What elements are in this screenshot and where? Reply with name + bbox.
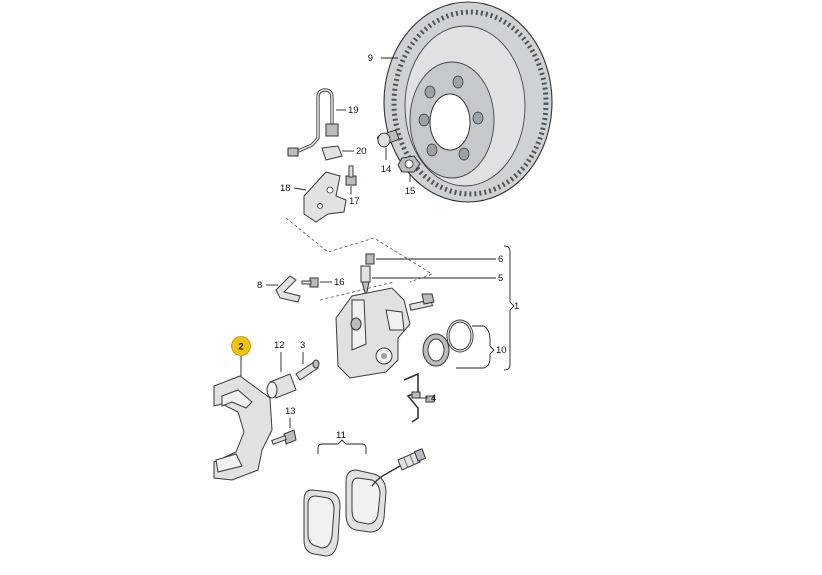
brake-line-19[interactable] <box>287 88 339 157</box>
callout-2: 2 <box>238 342 243 353</box>
bracket-8[interactable] <box>275 275 301 303</box>
callout-9: 9 <box>368 53 373 64</box>
callout-5: 5 <box>498 273 503 284</box>
bolt-13[interactable] <box>271 429 297 445</box>
disc-bolt-holes <box>418 75 484 161</box>
callout-14: 14 <box>381 164 392 175</box>
clip-20[interactable] <box>321 145 343 161</box>
bushing-12[interactable] <box>266 373 297 399</box>
bracket-18[interactable] <box>303 171 347 223</box>
piston-10[interactable] <box>422 333 450 367</box>
brake-disc[interactable] <box>383 1 553 203</box>
callout-20: 20 <box>356 146 367 157</box>
caliper-bolt[interactable] <box>409 293 435 311</box>
bleeder-cap-6[interactable] <box>365 253 375 265</box>
bolt-16[interactable] <box>301 277 319 288</box>
caliper-carrier-2[interactable] <box>213 375 273 481</box>
bolt-17[interactable] <box>345 165 357 186</box>
callout-16: 16 <box>334 277 345 288</box>
caliper-housing[interactable] <box>335 287 411 379</box>
callout-6: 6 <box>498 254 503 265</box>
bolt-14[interactable] <box>376 129 400 148</box>
callout-2-badge[interactable]: 2 <box>231 336 251 356</box>
callout-8: 8 <box>257 280 262 291</box>
callout-12: 12 <box>274 340 285 351</box>
callout-11: 11 <box>336 430 346 441</box>
callout-13: 13 <box>285 406 296 417</box>
bleeder-valve-5[interactable] <box>360 265 371 297</box>
callout-1: 1 <box>514 301 519 312</box>
wear-sensor-4[interactable] <box>403 372 435 423</box>
callout-15: 15 <box>405 186 416 197</box>
guide-pin-3[interactable] <box>295 359 320 381</box>
callout-10: 10 <box>496 345 507 356</box>
brake-pad-outer[interactable] <box>345 469 387 533</box>
callout-4: 4 <box>431 393 436 404</box>
callout-19: 19 <box>348 105 359 116</box>
callout-18: 18 <box>280 183 291 194</box>
brake-pad-inner[interactable] <box>303 489 341 557</box>
pad-wear-sensor-wire[interactable] <box>371 448 427 487</box>
callout-3: 3 <box>300 340 305 351</box>
seal-ring-10[interactable] <box>446 319 474 353</box>
callout-17: 17 <box>349 196 360 207</box>
nut-15[interactable] <box>397 155 421 173</box>
